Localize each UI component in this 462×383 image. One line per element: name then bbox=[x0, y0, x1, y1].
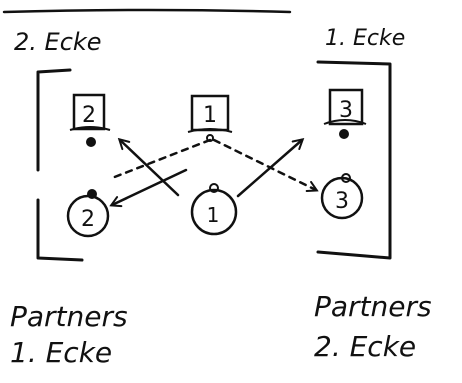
left-bracket bbox=[36, 68, 84, 262]
player-center-top-number: 1 bbox=[203, 103, 217, 128]
player-center-bottom: 1 bbox=[190, 183, 238, 236]
player-right-bottom: 3 bbox=[320, 173, 364, 220]
player-left-top-number: 2 bbox=[82, 103, 96, 128]
right-bracket bbox=[316, 60, 392, 260]
dashed-arrow-to-left bbox=[110, 138, 212, 180]
top-line bbox=[2, 8, 292, 14]
arrow-center-to-left-top bbox=[120, 140, 180, 197]
partners-left-line2: 1. Ecke bbox=[10, 336, 112, 369]
player-left-bottom-number: 2 bbox=[81, 207, 95, 232]
player-right-bottom-number: 3 bbox=[335, 189, 349, 214]
player-left-top: 2 bbox=[69, 93, 111, 147]
player-left-bottom: 2 bbox=[66, 189, 110, 238]
partners-left-line1: Partners bbox=[10, 300, 128, 333]
player-center-bottom-number: 1 bbox=[207, 203, 220, 227]
partners-right-line1: Partners bbox=[314, 290, 432, 323]
dashed-arrow-to-right bbox=[212, 138, 316, 190]
arrow-center-to-left-bottom bbox=[112, 168, 188, 205]
partners-right-line2: 2. Ecke bbox=[314, 330, 416, 363]
player-right-top: 3 bbox=[323, 88, 367, 139]
player-right-top-number: 3 bbox=[339, 98, 353, 123]
corner-label-right: 1. Ecke bbox=[325, 26, 405, 51]
corner-label-left: 2. Ecke bbox=[14, 28, 102, 56]
player-center-top: 1 bbox=[187, 94, 233, 142]
